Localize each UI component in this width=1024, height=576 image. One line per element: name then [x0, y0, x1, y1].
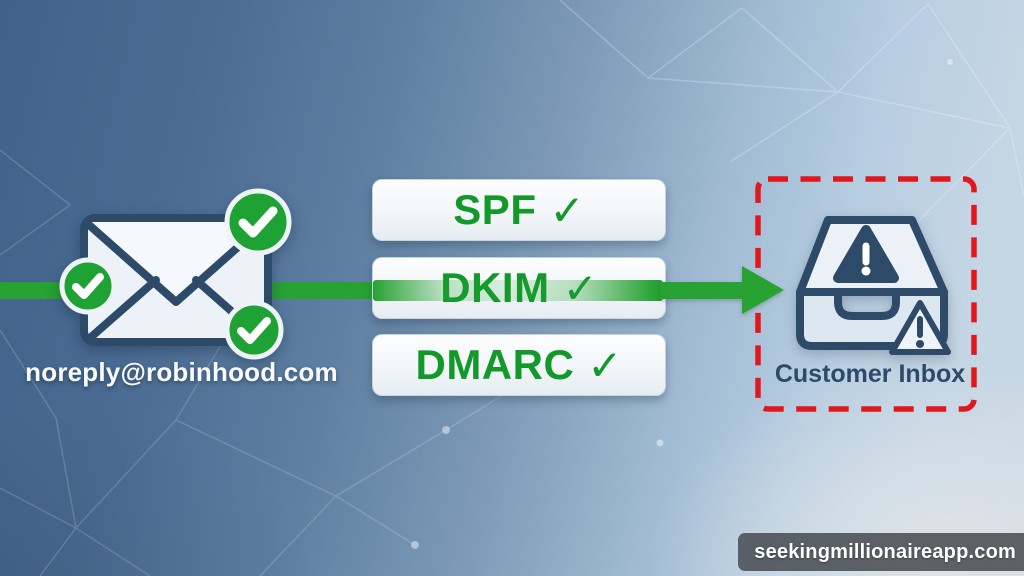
spf-label: SPF	[453, 186, 537, 233]
checkmark-badge	[59, 257, 117, 315]
dmarc-label: DMARC	[415, 341, 575, 388]
auth-pill-spf: SPF ✓	[372, 179, 666, 241]
node-dot	[947, 59, 953, 65]
envelope-icon	[59, 188, 292, 360]
spf-check-icon: ✓	[549, 186, 585, 234]
flow-arrow-icon	[660, 266, 784, 314]
auth-pill-dmarc: DMARC ✓	[372, 334, 666, 396]
inbox-warning-icon	[796, 216, 951, 355]
warning-triangle-icon	[833, 225, 899, 283]
checkmark-badge	[224, 188, 292, 256]
watermark-badge: seekingmillionaireapp.com	[738, 533, 1024, 571]
checkmark-badge	[224, 300, 284, 360]
node-dot	[411, 541, 419, 549]
flow-line-through-dkim-pill	[373, 280, 663, 301]
sender-email-label: noreply@robinhood.com	[25, 357, 338, 387]
node-dot	[442, 426, 450, 434]
dmarc-check-icon: ✓	[587, 341, 623, 389]
warning-triangle-small-icon	[889, 300, 951, 355]
node-dot	[656, 439, 664, 447]
destination-label: Customer Inbox	[774, 360, 966, 388]
